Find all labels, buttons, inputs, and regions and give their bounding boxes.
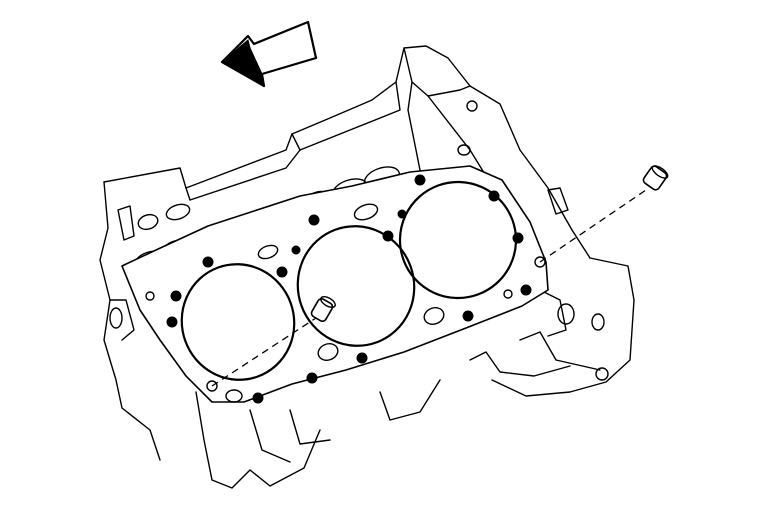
cylinder-bore-3 [398,180,518,300]
dowel-pin-icon [642,165,669,191]
dowel-hole-front [206,380,218,392]
dowel-hole-rear [534,256,546,268]
head-gasket [121,165,549,404]
cylinder-bore-1 [180,263,296,381]
cylinder-bore-2 [296,225,416,347]
dowel-pin-rear [539,165,669,263]
direction-arrow-icon [220,20,318,88]
dowel-pin-front [211,296,336,387]
dowel-pin-icon [310,296,336,322]
head-bolt-holes [145,174,532,404]
